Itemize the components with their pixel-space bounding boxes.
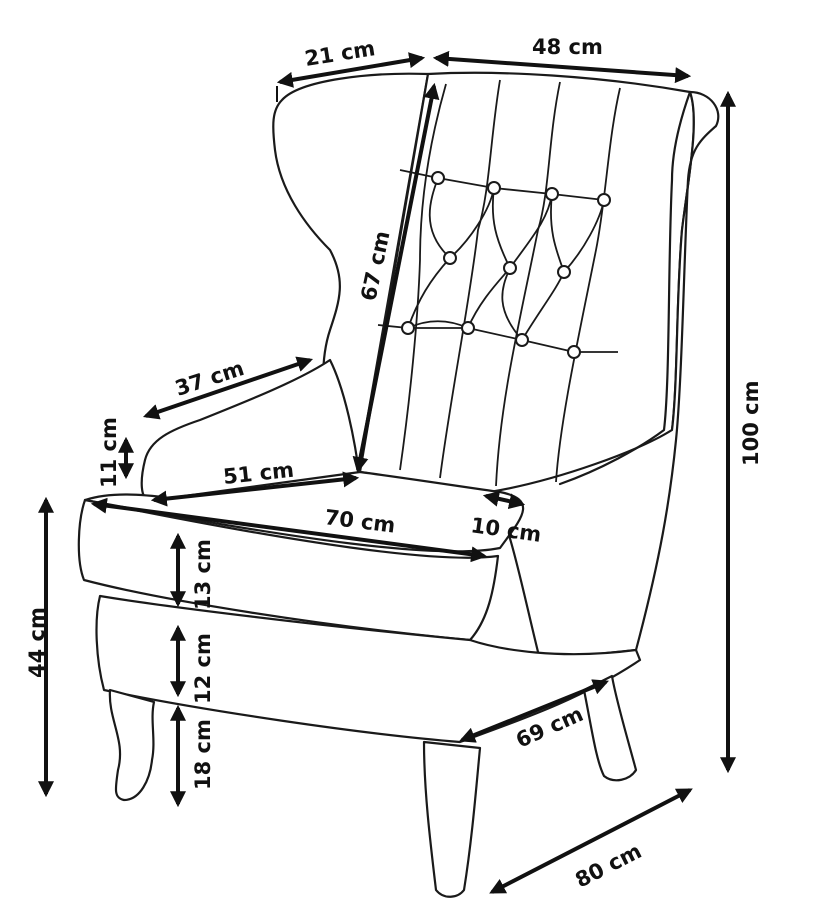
tuft-channel-3 xyxy=(495,81,561,487)
label-seat-height: 44 cm xyxy=(25,607,49,678)
front-right-leg xyxy=(422,740,482,898)
chair-depth-arrow xyxy=(489,788,693,894)
dimension-arrows xyxy=(38,50,736,894)
tuft-button xyxy=(597,193,611,207)
label-leg-height: 18 cm xyxy=(191,719,215,790)
tuft-button xyxy=(503,261,517,275)
front-left-leg xyxy=(108,688,156,802)
tuft-button xyxy=(487,181,501,195)
wing-depth-arrow xyxy=(276,52,426,88)
tuft-button xyxy=(515,333,529,347)
back-right-leg xyxy=(582,674,638,782)
label-armrest-height: 11 cm xyxy=(97,417,121,488)
arm-width-arrow xyxy=(482,490,526,510)
tuft-button xyxy=(557,265,571,279)
label-frame-height: 12 cm xyxy=(191,633,215,704)
tuft-channel-2 xyxy=(439,79,501,479)
label-cushion-height: 13 cm xyxy=(191,539,215,610)
back-width-arrow xyxy=(432,50,692,84)
tuft-button xyxy=(461,321,475,335)
tuft-button xyxy=(443,251,457,265)
right-wing xyxy=(488,90,720,662)
tuft-button xyxy=(401,321,415,335)
tuft-button xyxy=(431,171,445,185)
chair-width-arrow xyxy=(459,679,609,743)
tuft-button xyxy=(567,345,581,359)
armrest-length-arrow xyxy=(142,356,314,420)
label-total-height: 100 cm xyxy=(739,381,763,466)
armchair-illustration xyxy=(77,71,720,898)
right-wing-inner-curve xyxy=(558,90,692,486)
label-back-width: 48 cm xyxy=(532,35,603,59)
back-height-arrow xyxy=(352,82,440,474)
seat-depth-arrow xyxy=(150,471,360,507)
seat-width-arrow xyxy=(90,497,488,563)
tuft-button xyxy=(545,187,559,201)
tuft-channel-4 xyxy=(555,87,621,483)
